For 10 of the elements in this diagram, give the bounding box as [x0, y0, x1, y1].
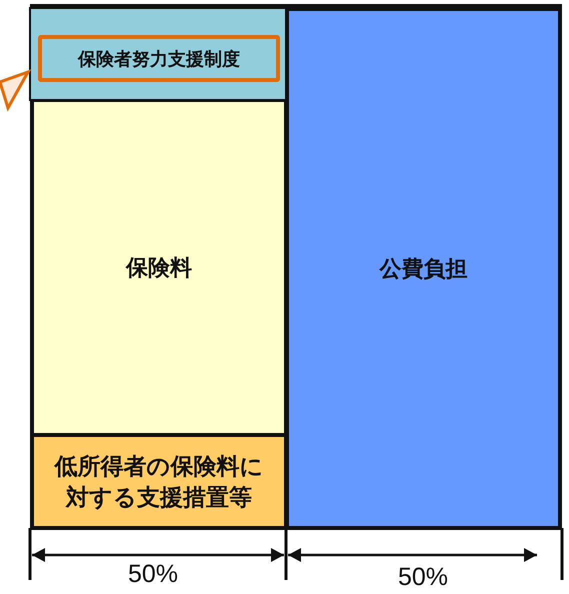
program-box [38, 35, 280, 82]
block-label: 保険者努力支援制度 [78, 48, 240, 70]
percentage-label: 50% [128, 560, 178, 589]
premium-block [30, 100, 286, 435]
public-funding-block [286, 8, 562, 530]
block-label: 低所得者の保険料に対する支援措置等 [53, 452, 264, 512]
percentage-label: 50% [398, 563, 448, 592]
block-label: 公費負担 [380, 256, 468, 284]
support-block [30, 435, 286, 530]
block-label: 保険料 [126, 254, 192, 282]
